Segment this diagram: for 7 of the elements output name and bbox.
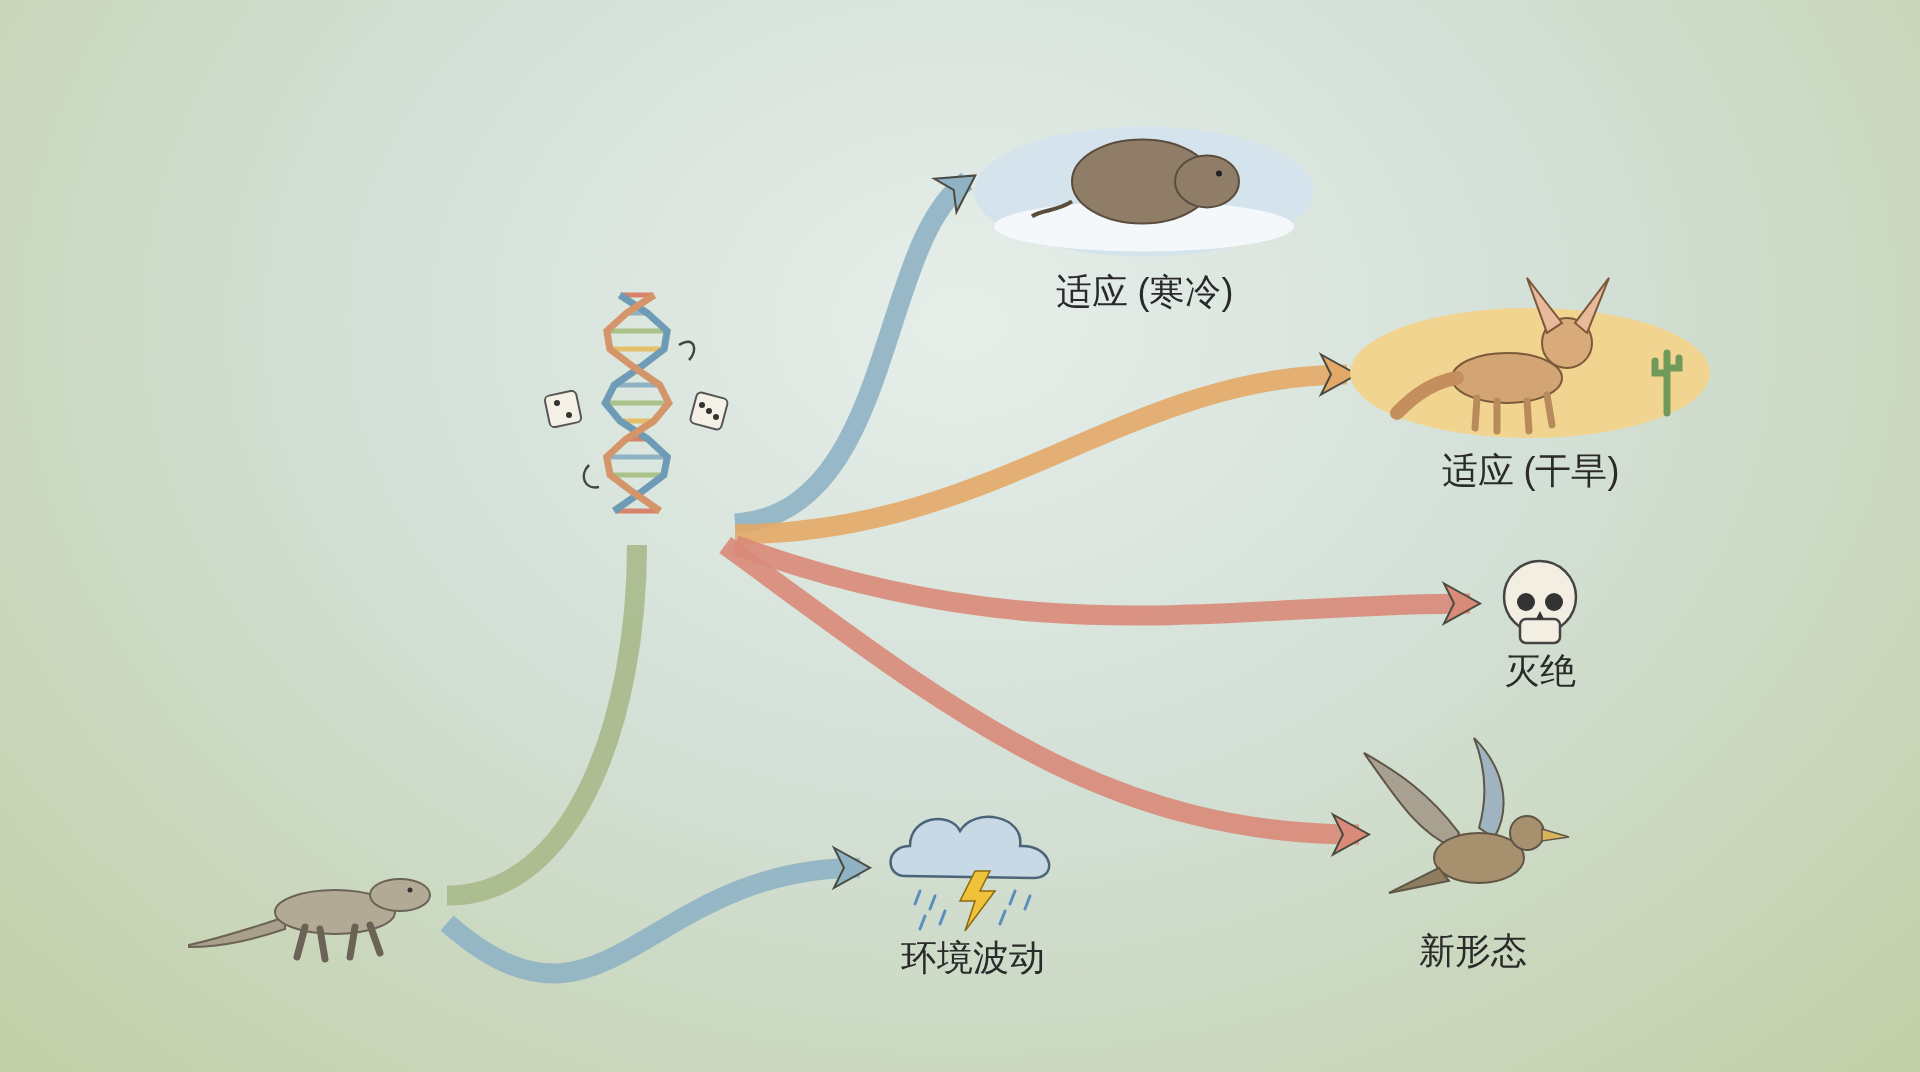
node-label: 适应 (寒冷) — [1055, 269, 1234, 313]
node-label: 适应 (干旱) — [1441, 448, 1620, 492]
arrow — [440, 848, 871, 984]
node-label: 灭绝 — [1504, 649, 1576, 693]
node-label: 新形态 — [1418, 928, 1527, 972]
node-label: 环境波动 — [901, 936, 1045, 980]
arrow — [719, 536, 1370, 855]
